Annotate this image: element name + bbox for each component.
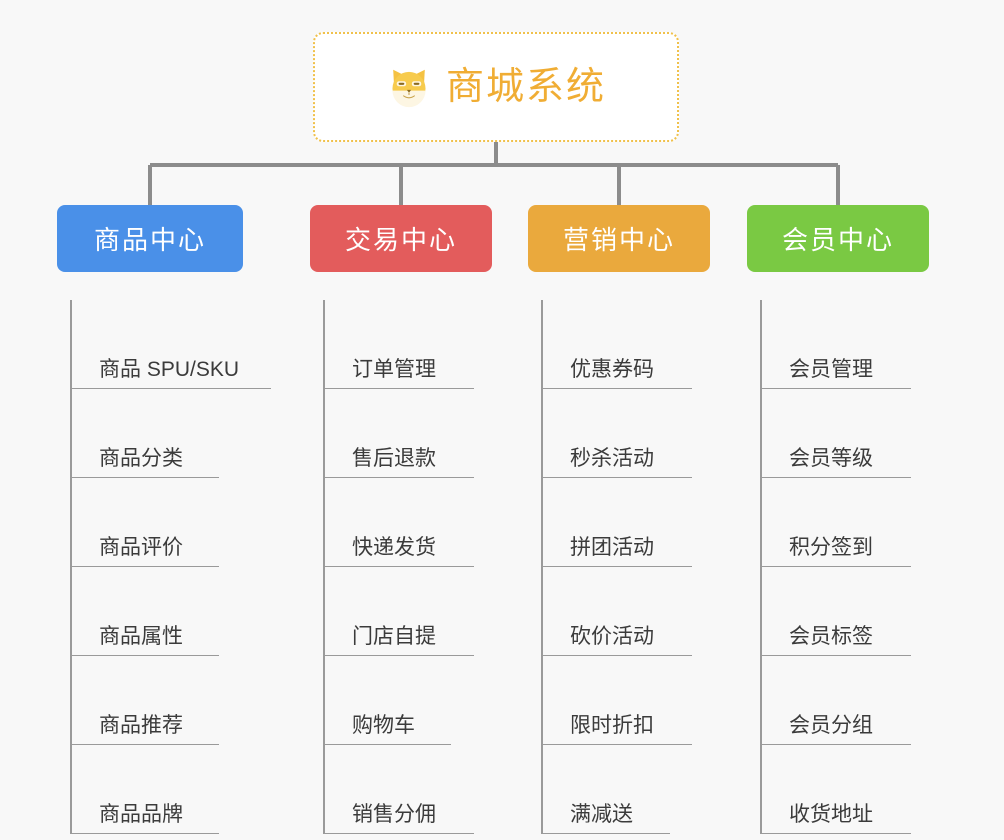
- leaf-underline: [542, 833, 670, 834]
- leaf-label: 商品品牌: [99, 802, 183, 826]
- leaf-item[interactable]: 会员分组: [761, 656, 929, 745]
- leaf-item[interactable]: 商品属性: [71, 567, 243, 656]
- category-label: 交易中心: [344, 225, 457, 255]
- leaf-item[interactable]: 订单管理: [324, 300, 492, 389]
- category-column-trade-center: 交易中心订单管理售后退款快递发货门店自提购物车销售分佣: [310, 205, 492, 834]
- leaf-label: 满减送: [570, 802, 633, 826]
- leaf-underline: [761, 655, 911, 656]
- leaf-item[interactable]: 拼团活动: [542, 478, 710, 567]
- leaf-list: 订单管理售后退款快递发货门店自提购物车销售分佣: [310, 300, 492, 834]
- leaf-label: 优惠券码: [570, 357, 654, 381]
- leaf-underline: [324, 833, 474, 834]
- leaf-item[interactable]: 商品 SPU/SKU: [71, 300, 271, 389]
- leaf-label: 会员分组: [789, 713, 873, 737]
- leaf-underline: [761, 833, 911, 834]
- leaf-label: 拼团活动: [570, 535, 654, 559]
- leaf-list: 优惠券码秒杀活动拼团活动砍价活动限时折扣满减送: [528, 300, 710, 834]
- leaf-underline: [324, 388, 474, 389]
- leaf-item[interactable]: 会员管理: [761, 300, 929, 389]
- leaf-underline: [761, 744, 911, 745]
- leaf-item[interactable]: 商品评价: [71, 478, 243, 567]
- leaf-underline: [542, 566, 692, 567]
- leaf-underline: [542, 477, 692, 478]
- leaf-underline: [542, 655, 692, 656]
- leaf-underline: [542, 744, 692, 745]
- leaf-underline: [71, 477, 219, 478]
- category-column-member-center: 会员中心会员管理会员等级积分签到会员标签会员分组收货地址: [747, 205, 929, 834]
- leaf-item[interactable]: 销售分佣: [324, 745, 492, 834]
- leaf-spine: [323, 300, 325, 834]
- leaf-item[interactable]: 砍价活动: [542, 567, 710, 656]
- leaf-label: 购物车: [352, 713, 415, 737]
- leaf-underline: [324, 566, 474, 567]
- category-label: 营销中心: [562, 225, 675, 255]
- leaf-label: 快递发货: [352, 535, 436, 559]
- leaf-underline: [324, 655, 474, 656]
- leaf-label: 商品 SPU/SKU: [99, 357, 240, 381]
- leaf-label: 会员管理: [789, 357, 873, 381]
- shiba-dog-icon: [392, 69, 426, 108]
- leaf-item[interactable]: 快递发货: [324, 478, 492, 567]
- leaf-label: 商品属性: [99, 624, 183, 648]
- leaf-item[interactable]: 商品分类: [71, 389, 243, 478]
- leaf-label: 商品分类: [99, 446, 183, 470]
- leaf-item[interactable]: 购物车: [324, 656, 492, 745]
- category-box-trade-center[interactable]: 交易中心: [310, 205, 492, 272]
- leaf-item[interactable]: 满减送: [542, 745, 710, 834]
- category-box-marketing-center[interactable]: 营销中心: [528, 205, 710, 272]
- leaf-item[interactable]: 售后退款: [324, 389, 492, 478]
- leaf-label: 订单管理: [352, 357, 436, 381]
- leaf-label: 售后退款: [352, 446, 436, 470]
- leaf-underline: [71, 566, 219, 567]
- leaf-underline: [71, 744, 219, 745]
- leaf-label: 会员等级: [789, 446, 873, 470]
- leaf-item[interactable]: 积分签到: [761, 478, 929, 567]
- leaf-underline: [71, 388, 271, 389]
- leaf-item[interactable]: 商品推荐: [71, 656, 243, 745]
- leaf-underline: [71, 833, 219, 834]
- leaf-item[interactable]: 秒杀活动: [542, 389, 710, 478]
- root-node[interactable]: 商城系统: [313, 32, 679, 142]
- leaf-underline: [324, 744, 451, 745]
- category-column-product-center: 商品中心商品 SPU/SKU 商品分类商品评价商品属性商品推荐商品品牌: [57, 205, 271, 834]
- root-title: 商城系统: [445, 66, 606, 108]
- leaf-item[interactable]: 商品品牌: [71, 745, 243, 834]
- category-label: 会员中心: [781, 225, 894, 255]
- leaf-item[interactable]: 限时折扣: [542, 656, 710, 745]
- leaf-item[interactable]: 会员等级: [761, 389, 929, 478]
- leaf-underline: [761, 388, 911, 389]
- leaf-spine: [760, 300, 762, 834]
- leaf-list: 商品 SPU/SKU 商品分类商品评价商品属性商品推荐商品品牌: [57, 300, 271, 834]
- category-box-member-center[interactable]: 会员中心: [747, 205, 929, 272]
- category-box-product-center[interactable]: 商品中心: [57, 205, 243, 272]
- leaf-underline: [761, 566, 911, 567]
- leaf-spine: [541, 300, 543, 834]
- leaf-item[interactable]: 会员标签: [761, 567, 929, 656]
- leaf-item[interactable]: 收货地址: [761, 745, 929, 834]
- leaf-label: 限时折扣: [570, 713, 654, 737]
- leaf-spine: [70, 300, 72, 834]
- leaf-list: 会员管理会员等级积分签到会员标签会员分组收货地址: [747, 300, 929, 834]
- leaf-underline: [542, 388, 692, 389]
- leaf-label: 收货地址: [789, 802, 873, 826]
- leaf-label: 门店自提: [352, 624, 436, 648]
- leaf-label: 秒杀活动: [570, 446, 654, 470]
- leaf-underline: [71, 655, 219, 656]
- leaf-underline: [761, 477, 911, 478]
- category-column-marketing-center: 营销中心优惠券码秒杀活动拼团活动砍价活动限时折扣满减送: [528, 205, 710, 834]
- leaf-underline: [324, 477, 474, 478]
- leaf-label: 砍价活动: [570, 624, 654, 648]
- leaf-label: 销售分佣: [352, 802, 436, 826]
- leaf-item[interactable]: 门店自提: [324, 567, 492, 656]
- leaf-item[interactable]: 优惠券码: [542, 300, 710, 389]
- category-label: 商品中心: [93, 225, 206, 255]
- leaf-label: 会员标签: [789, 624, 873, 648]
- leaf-label: 商品评价: [99, 535, 183, 559]
- leaf-label: 商品推荐: [99, 713, 183, 737]
- leaf-label: 积分签到: [789, 535, 873, 559]
